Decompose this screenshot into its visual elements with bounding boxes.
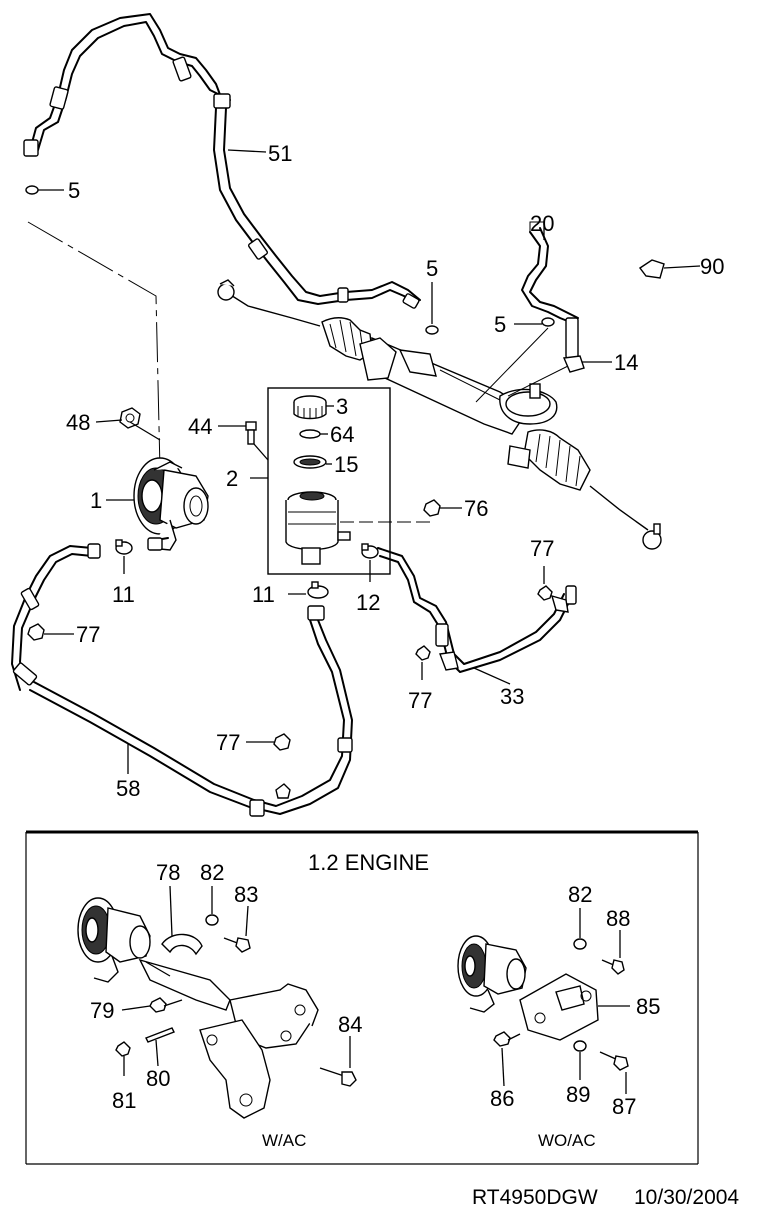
o-ring-5c: [541, 317, 555, 327]
footer-code: RT4950DGW: [472, 1186, 598, 1209]
routing-dashed-line-51: [27, 221, 161, 471]
inset-bracket-85: [519, 973, 599, 1041]
inset-bolt-83: [223, 937, 251, 953]
footer-date: 10/30/2004: [634, 1186, 739, 1209]
inset-mount-bracket-wac: [138, 958, 319, 1119]
inset-callout-84: 84: [338, 1012, 362, 1037]
inset-callout-78: 78: [156, 860, 180, 885]
callout-51: 51: [268, 141, 292, 166]
callout-14: 14: [614, 350, 638, 375]
inset-callout-82a: 82: [200, 860, 224, 885]
return-line-33: [377, 547, 577, 673]
inset-caption-wac: W/AC: [262, 1131, 306, 1150]
inset-callout-82b: 82: [568, 882, 592, 907]
inset-callout-83: 83: [234, 882, 258, 907]
suction-hose-58: [11, 537, 353, 817]
inset-callout-87: 87: [612, 1094, 636, 1119]
inset-heading: 1.2 ENGINE: [308, 850, 429, 875]
nut-48: [119, 407, 141, 429]
pressure-hose-51: [23, 13, 421, 309]
engine-inset: [25, 830, 699, 1165]
callout-5c: 5: [494, 312, 506, 337]
callout-77b: 77: [530, 536, 554, 561]
inset-bolt-86: [493, 1031, 511, 1047]
callout-77d: 77: [216, 730, 240, 755]
seal-64: [299, 429, 321, 439]
callout-11b: 11: [252, 582, 275, 607]
clamp-11b: [307, 581, 329, 599]
nut-77d: [537, 585, 553, 601]
return-pipe-20: [521, 221, 579, 359]
callout-15: 15: [334, 452, 358, 477]
cap-3: [293, 395, 327, 420]
leader-lines: [38, 149, 701, 774]
inset-bolt-87: [599, 1051, 629, 1071]
inset-callout-80: 80: [146, 1066, 170, 1091]
callout-58: 58: [116, 776, 140, 801]
inset-pump-wac: [77, 897, 151, 983]
inset-callout-85: 85: [636, 994, 660, 1019]
inset-callout-81: 81: [112, 1088, 136, 1113]
callout-76: 76: [464, 496, 488, 521]
inset-pump-woac: [457, 935, 527, 1013]
steering-rack: [217, 279, 662, 550]
reservoir-kit-box: [267, 387, 391, 575]
callout-2: 2: [226, 466, 238, 491]
inset-stud-80: [145, 1027, 175, 1043]
inset-callout-89: 89: [566, 1082, 590, 1107]
callout-33: 33: [500, 684, 524, 709]
callout-3: 3: [336, 394, 348, 419]
callout-20: 20: [530, 211, 554, 236]
nut-77c: [415, 645, 431, 661]
callout-77c: 77: [408, 688, 432, 713]
callout-5b: 5: [426, 256, 438, 281]
bolt-44: [245, 421, 257, 445]
callout-11a: 11: [112, 582, 135, 607]
inset-leader-lines-woac: [501, 908, 630, 1094]
callout-90: 90: [700, 254, 724, 279]
callout-12: 12: [356, 590, 380, 615]
callout-48: 48: [66, 410, 90, 435]
clip-90: [638, 259, 665, 279]
clamp-12: [361, 543, 379, 559]
inset-callout-88: 88: [606, 906, 630, 931]
inset-caption-woac: WO/AC: [538, 1131, 596, 1150]
inset-bracket-78: [161, 933, 203, 956]
rack-feed-lines: [439, 327, 549, 403]
inset-bolt-86-shank: [507, 1033, 521, 1041]
nut-77b: [273, 733, 291, 751]
inset-callout-79: 79: [90, 998, 114, 1023]
callout-77a: 77: [76, 622, 100, 647]
inset-leader-lines-wac: [121, 885, 351, 1076]
reservoir-2: [285, 491, 351, 565]
inset-washer-89: [573, 1040, 587, 1052]
callout-64: 64: [330, 422, 354, 447]
callout-44: 44: [188, 414, 212, 439]
o-ring-5a: [25, 185, 39, 195]
inset-bolt-84: [319, 1067, 357, 1087]
clamp-11a: [115, 539, 133, 555]
inset-callout-86: 86: [490, 1086, 514, 1111]
inset-nut-81: [115, 1041, 131, 1057]
nut-76: [423, 499, 441, 517]
inset-bolt-79: [149, 997, 183, 1013]
inset-washer-82a: [205, 914, 219, 926]
inset-bolt-88: [601, 959, 625, 975]
inset-washer-82b: [573, 938, 587, 950]
callout-5a: 5: [68, 178, 80, 203]
filter-ring-15: [293, 455, 327, 469]
power-steering-pump-1: [133, 457, 209, 551]
o-ring-5b: [425, 325, 439, 335]
nut-77a: [27, 623, 45, 641]
callout-1: 1: [90, 488, 102, 513]
clip-14: [562, 355, 585, 373]
